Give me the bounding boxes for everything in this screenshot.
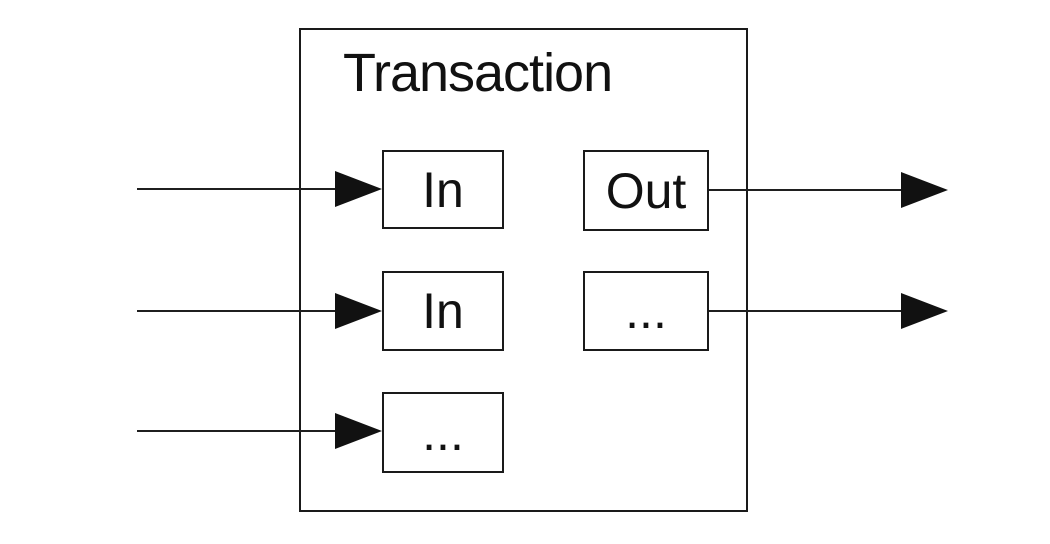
transaction-label: Transaction — [343, 43, 613, 103]
input-arrow-1 — [137, 171, 382, 207]
input-box-label: In — [422, 283, 464, 339]
arrow-shaft — [706, 309, 910, 312]
arrow-shaft — [137, 187, 344, 190]
output-arrow-1 — [706, 172, 948, 208]
input-arrow-3 — [137, 413, 382, 449]
arrow-shaft — [706, 188, 910, 191]
input-box-label: In — [422, 161, 464, 218]
output-box-label: ... — [625, 283, 667, 339]
arrowhead-icon — [335, 293, 382, 329]
input-arrow-2 — [137, 293, 382, 329]
arrowhead-icon — [335, 171, 382, 207]
input-box-ellipsis: ... — [382, 392, 504, 473]
input-box-1: In — [382, 150, 504, 229]
arrow-shaft — [137, 429, 344, 432]
arrow-shaft — [137, 309, 344, 312]
input-box-2: In — [382, 271, 504, 351]
output-arrow-2 — [706, 293, 948, 329]
output-box-ellipsis: ... — [583, 271, 709, 351]
output-box-1: Out — [583, 150, 709, 231]
input-box-label: ... — [422, 404, 464, 461]
output-box-label: Out — [605, 162, 687, 219]
arrowhead-icon — [901, 172, 948, 208]
arrowhead-icon — [901, 293, 948, 329]
arrowhead-icon — [335, 413, 382, 449]
